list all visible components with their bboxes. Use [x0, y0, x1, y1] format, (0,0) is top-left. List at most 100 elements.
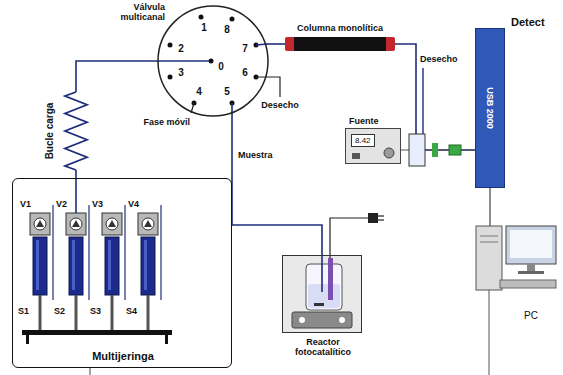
coil-line	[65, 92, 87, 170]
tube-connector	[75, 170, 77, 178]
tube-label: Fase móvil	[130, 117, 190, 127]
waste-tube	[256, 77, 280, 97]
column-title: Columna monolítica	[275, 23, 405, 33]
flow-tube	[75, 178, 77, 213]
syringe-valve	[66, 213, 86, 235]
port-number: 0	[218, 61, 224, 73]
valve-symbol	[36, 220, 44, 227]
syringe-label: V1	[20, 199, 31, 209]
lamp-cable	[330, 218, 368, 258]
valve-outline	[158, 6, 268, 116]
syringe-valve	[30, 213, 50, 235]
stirrer-button	[299, 317, 305, 323]
syringe-shine	[36, 240, 39, 290]
syringe-valve	[138, 213, 158, 235]
syringe-plunger	[75, 295, 78, 330]
port-dot	[230, 17, 235, 22]
valve-rotor	[34, 218, 46, 230]
flow-tube	[157, 60, 209, 62]
loop-title: Bucle carga	[44, 103, 56, 160]
syringe-label: V3	[92, 199, 103, 209]
port-number: 7	[242, 43, 248, 55]
syringe-label: V2	[56, 199, 67, 209]
port-number: 2	[178, 43, 184, 55]
syringe-barrel	[105, 237, 119, 295]
reactor-ground	[282, 255, 362, 333]
source-title: Fuente	[349, 116, 379, 126]
monitor-base	[518, 271, 544, 274]
flow-cell	[409, 134, 425, 166]
reactor-liquid	[308, 284, 340, 308]
coil-outline	[62, 92, 90, 170]
photocatalytic-reactor: Reactor fotocatalítico	[282, 255, 362, 333]
tube-connector	[232, 114, 322, 255]
uv-lamp	[328, 258, 333, 300]
drive-slot	[480, 242, 498, 243]
valve-line	[88, 205, 89, 300]
source-display: 8.42	[351, 134, 375, 147]
port-dot	[168, 43, 173, 48]
syringe-plunger	[39, 295, 42, 330]
syringe-label: S4	[126, 306, 137, 316]
valve-symbol	[144, 220, 152, 227]
stirrer-plate	[292, 312, 352, 328]
syringe-label: S3	[90, 306, 101, 316]
pc-screen	[510, 230, 552, 258]
drive-slot	[480, 236, 498, 237]
pc-label: PC	[524, 310, 538, 322]
valve-symbol	[72, 220, 80, 227]
computer: PC	[472, 226, 560, 322]
valve-rotor	[142, 218, 154, 230]
power-source: Fuente8.42	[345, 128, 401, 164]
port-dot	[168, 75, 173, 80]
port-number: 6	[242, 67, 248, 79]
plug-pin	[378, 215, 384, 216]
syringe-plunger	[111, 295, 114, 330]
syringe-base-leg	[165, 335, 168, 344]
syringe-barrel	[141, 237, 155, 295]
source-knob	[384, 148, 394, 158]
detector-title: Detect	[511, 16, 545, 29]
tube-label: Desecho	[420, 54, 458, 64]
plug-pin	[378, 219, 384, 220]
syringe-shine	[72, 240, 75, 290]
multisyringe-box: Multijeringa	[12, 178, 232, 368]
fiber-connector	[432, 143, 438, 157]
port-dot	[199, 15, 204, 20]
flow-tube	[321, 255, 323, 292]
multisyringe-title: Multijeringa	[13, 350, 233, 363]
stirrer-button	[339, 317, 345, 323]
syringe-shine	[108, 240, 111, 290]
syringe-label: V4	[128, 199, 139, 209]
port-number: 5	[224, 86, 230, 98]
port-number: 4	[196, 86, 202, 98]
plug	[368, 213, 378, 223]
detector-model: USB 2000	[485, 87, 495, 129]
cable	[489, 290, 490, 375]
syringe-plunger	[147, 295, 150, 330]
source-jack	[352, 153, 360, 159]
usb-detector: USB 2000Detect	[475, 28, 505, 188]
syringe-barrel	[33, 237, 47, 295]
valve-rotor	[70, 218, 82, 230]
syringe-label: S1	[18, 306, 29, 316]
tube-connector	[489, 188, 490, 226]
source-body	[345, 128, 401, 164]
syringe-base-bar	[22, 330, 172, 335]
valve-line	[124, 205, 125, 300]
valve-rotor	[106, 218, 118, 230]
edge-label: Muestra	[238, 150, 273, 160]
syringe-barrel	[69, 237, 83, 295]
multichannel-valve: Válvula multicanal	[157, 5, 269, 117]
pc-tower	[476, 226, 502, 290]
tube-connector	[266, 43, 285, 45]
reactor-vessel	[306, 264, 342, 310]
syringe-base-leg	[26, 335, 29, 344]
reactor-title: Reactor fotocatalítico	[283, 337, 363, 358]
circle-outline	[157, 5, 269, 117]
tube-label: Desecho	[258, 100, 302, 110]
cable	[90, 368, 91, 375]
monolithic-column: Columna monolítica	[285, 37, 395, 51]
stir-bar	[314, 303, 324, 306]
port-dot	[209, 59, 214, 64]
